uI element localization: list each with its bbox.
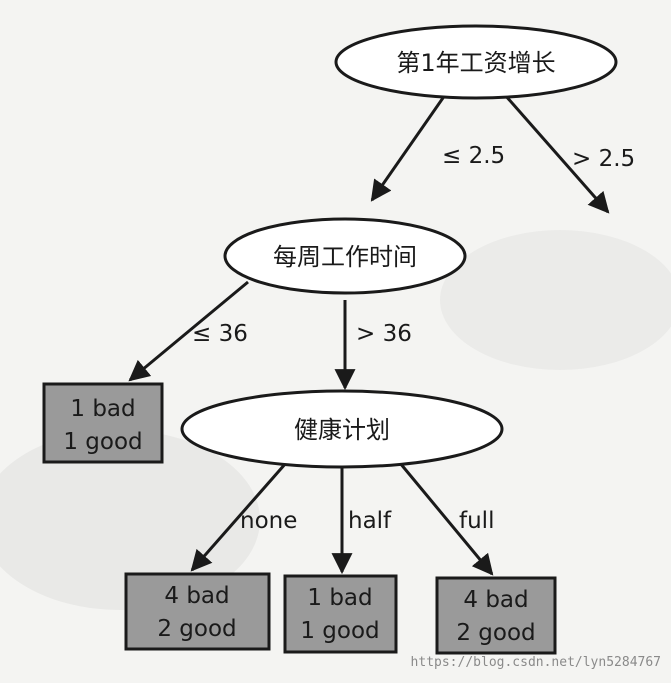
edge-root-gt bbox=[503, 94, 610, 214]
leaf-health-none-bad: 4 bad bbox=[164, 583, 229, 609]
edge-label-hours-gt: > 36 bbox=[356, 321, 412, 347]
edge-label-root-le: ≤ 2.5 bbox=[442, 143, 505, 169]
leaf-health-half-bad: 1 bad bbox=[307, 585, 372, 611]
node-hours-label: 每周工作时间 bbox=[273, 243, 417, 271]
node-hours: 每周工作时间 bbox=[223, 217, 467, 295]
node-health: 健康计划 bbox=[180, 389, 504, 469]
leaf-health-none-good: 2 good bbox=[157, 616, 236, 642]
leaf-hours-le: 1 bad 1 good bbox=[42, 382, 164, 464]
edge-health-none bbox=[190, 462, 288, 572]
edge-label-root-gt: > 2.5 bbox=[572, 146, 635, 172]
watermark: https://blog.csdn.net/lyn5284767 bbox=[411, 655, 661, 670]
edge-label-health-full: full bbox=[459, 508, 494, 534]
edge-label-hours-le: ≤ 36 bbox=[192, 321, 248, 347]
edge-root-le bbox=[370, 94, 447, 202]
edge-label-health-half: half bbox=[348, 508, 392, 534]
leaf-health-half-good: 1 good bbox=[300, 618, 379, 644]
edge-label-health-none: none bbox=[240, 508, 297, 534]
leaf-health-full-good: 2 good bbox=[456, 620, 535, 646]
leaf-hours-le-good: 1 good bbox=[63, 429, 142, 455]
leaf-hours-le-bad: 1 bad bbox=[70, 396, 135, 422]
node-health-label: 健康计划 bbox=[294, 416, 390, 444]
leaf-health-half: 1 bad 1 good bbox=[283, 574, 398, 654]
edge-hours-le bbox=[128, 280, 249, 382]
leaf-health-full-bad: 4 bad bbox=[463, 587, 528, 613]
node-root-label: 第1年工资增长 bbox=[396, 49, 555, 77]
edge-health-full bbox=[398, 462, 494, 576]
node-root: 第1年工资增长 bbox=[334, 24, 618, 100]
leaf-health-none: 4 bad 2 good bbox=[124, 572, 271, 651]
leaf-health-full: 4 bad 2 good bbox=[435, 576, 557, 655]
